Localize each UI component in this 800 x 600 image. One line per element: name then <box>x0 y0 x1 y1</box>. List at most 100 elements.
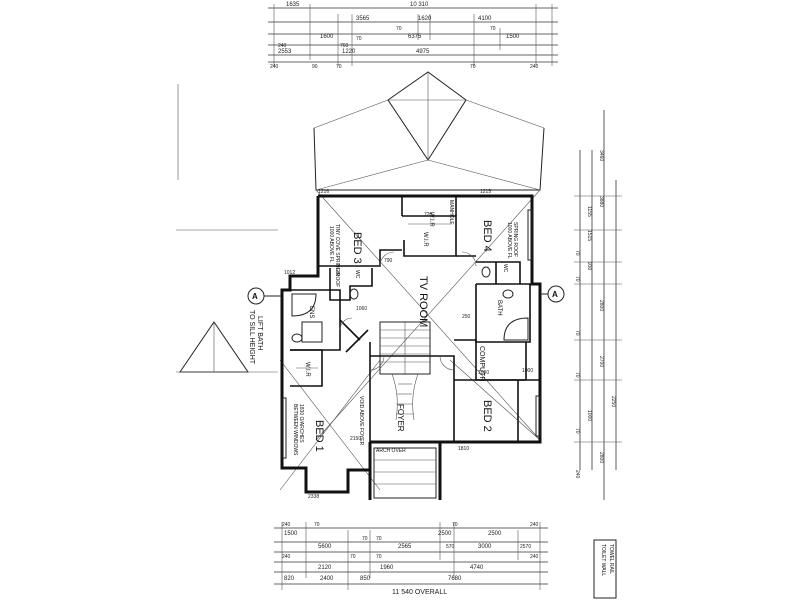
title-block: TOILET WALL TOWEL RAIL <box>593 539 617 599</box>
staircase <box>380 322 430 421</box>
note-bed4-2: 1000 ABOVE FL <box>506 222 512 259</box>
dim-right-3: 1155 <box>586 206 592 217</box>
dim-int-7: 790 <box>384 258 393 264</box>
note-bed3-1: TINY COVE SPRING ROOF <box>334 224 340 287</box>
dim-int-2: 1215 <box>480 189 491 195</box>
room-wc-right: WC <box>502 264 508 273</box>
dim-bot-3c: 70 <box>376 536 382 542</box>
dim-top-3a: 70 <box>396 26 402 32</box>
room-ensuite: ENS <box>308 306 314 318</box>
room-labels: BED 3 BED 4 TV ROOM BED 1 BED 2 FOYER CO… <box>304 212 508 452</box>
internal-dimensions: 1216 1215 1012 1810 2338 720 790 1060 10… <box>284 189 533 500</box>
room-bed4: BED 4 <box>481 220 493 252</box>
dim-int-11: 250 <box>462 314 471 320</box>
section-label-left: A <box>252 292 258 301</box>
room-wir-bed4: W.I.R <box>428 212 434 227</box>
section-marker-right: A <box>540 285 565 303</box>
dim-top-5b: 760 <box>340 43 349 49</box>
dim-right-15: 2800 <box>598 452 604 463</box>
room-bath: BATH <box>496 300 502 316</box>
right-dimension-labels: 3460 3880 1155 1515 70 930 70 2800 70 2700 70 2250 1… <box>574 150 616 479</box>
note-bed1-2: BETWEEN WINDOWS <box>292 404 298 456</box>
dim-bot-2c: 2500 <box>488 531 502 537</box>
top-dimensions: 1635 10 310 3565 1620 4100 70 70 1600 63… <box>268 2 558 70</box>
room-bed3: BED 3 <box>351 232 363 264</box>
dim-int-3: 1012 <box>284 270 295 276</box>
dim-top-5a: 240 <box>278 43 287 49</box>
entry-porch <box>373 447 437 499</box>
dim-right-6: 930 <box>586 262 592 271</box>
dim-right-12: 2250 <box>610 396 616 407</box>
dim-right-1: 3460 <box>598 150 604 161</box>
right-dimensions <box>574 110 622 500</box>
dim-int-9: 1000 <box>478 370 489 376</box>
room-lin: LIN <box>334 268 340 276</box>
dim-bot-5c: 4740 <box>470 565 484 571</box>
dim-bot-3a: 5600 <box>318 544 332 550</box>
note-manhole: MANHOLE <box>448 200 454 225</box>
dim-int-5: 2338 <box>308 494 319 500</box>
note-foyer-void: VOID ABOVE FOYER <box>358 396 364 446</box>
dim-top-4a: 1600 <box>320 34 334 40</box>
dim-bot-2a: 1500 <box>284 531 298 537</box>
dim-bot-2b: 2500 <box>438 531 452 537</box>
dim-bot-4c: 70 <box>376 554 382 560</box>
dim-top-7a: 240 <box>270 64 279 70</box>
dim-top-1b: 10 310 <box>410 2 429 8</box>
dim-top-5c: 70 <box>356 36 362 42</box>
dim-top-4c: 1500 <box>506 34 520 40</box>
note-arch: ARCH OVER <box>376 448 406 454</box>
dim-right-16: 240 <box>574 470 580 479</box>
title-block-line1: TOILET WALL <box>600 544 606 576</box>
note-bed3-2: 1000 ABOVE FL <box>328 226 334 263</box>
note-bed1-1: 1830 O/ARCHES <box>298 404 304 443</box>
dim-top-2c: 4100 <box>478 16 492 22</box>
fixtures <box>281 209 541 459</box>
dim-top-1a: 1635 <box>286 2 300 8</box>
dim-overall: 11 540 OVERALL <box>392 589 447 596</box>
dim-bot-4a: 240 <box>282 554 291 560</box>
dim-top-6a: 2553 <box>278 49 292 55</box>
dim-int-6: 720 <box>424 212 433 218</box>
room-wc-left: WC <box>354 270 360 279</box>
dim-bot-3f: 3000 <box>478 544 492 550</box>
dim-int-4: 1810 <box>458 446 469 452</box>
room-computer: COMPUTR <box>478 346 485 381</box>
dim-right-2: 3880 <box>598 196 604 207</box>
dim-right-4: 1515 <box>586 230 592 241</box>
room-wir-bed1: W.I.R <box>304 362 310 377</box>
dim-top-3b: 70 <box>490 26 496 32</box>
dim-right-5: 70 <box>574 250 580 256</box>
section-marker-left: A <box>247 287 282 305</box>
dim-bot-4d: 240 <box>530 554 539 560</box>
dim-int-12: 1000 <box>522 368 533 374</box>
dim-top-7b: 90 <box>312 64 318 70</box>
room-bed1: BED 1 <box>313 420 325 452</box>
dim-bot-4b: 70 <box>350 554 356 560</box>
dim-bot-3b: 70 <box>362 536 368 542</box>
note-sill-height: TO SILL HEIGHT <box>248 310 255 365</box>
dim-top-2b: 1620 <box>418 16 432 22</box>
roof-outline <box>176 71 545 373</box>
note-bed4-1: SPRING ROOF <box>512 222 518 257</box>
dim-right-14: 70 <box>574 428 580 434</box>
dim-bot-1a: 240 <box>282 522 291 528</box>
dim-bot-1c: 70 <box>452 522 458 528</box>
dim-bot-5a: 2120 <box>318 565 332 571</box>
dim-bot-3d: 2565 <box>398 544 412 550</box>
dim-right-9: 70 <box>574 330 580 336</box>
dim-int-8: 1060 <box>356 306 367 312</box>
note-lift-bath: LIFT BATH <box>256 316 263 350</box>
dim-right-7: 70 <box>574 276 580 282</box>
dim-top-6b: 1220 <box>342 49 356 55</box>
dim-top-6c: 4975 <box>416 49 430 55</box>
dim-right-13: 1000 <box>586 410 592 421</box>
room-bed2: BED 2 <box>481 400 493 432</box>
dim-top-7e: 240 <box>530 64 539 70</box>
external-walls <box>280 194 542 500</box>
dim-bot-3g: 2570 <box>520 544 531 550</box>
dim-right-10: 2700 <box>598 356 604 367</box>
dim-bot-6d: 7680 <box>448 576 462 582</box>
dim-bot-6c: 850 <box>360 576 371 582</box>
